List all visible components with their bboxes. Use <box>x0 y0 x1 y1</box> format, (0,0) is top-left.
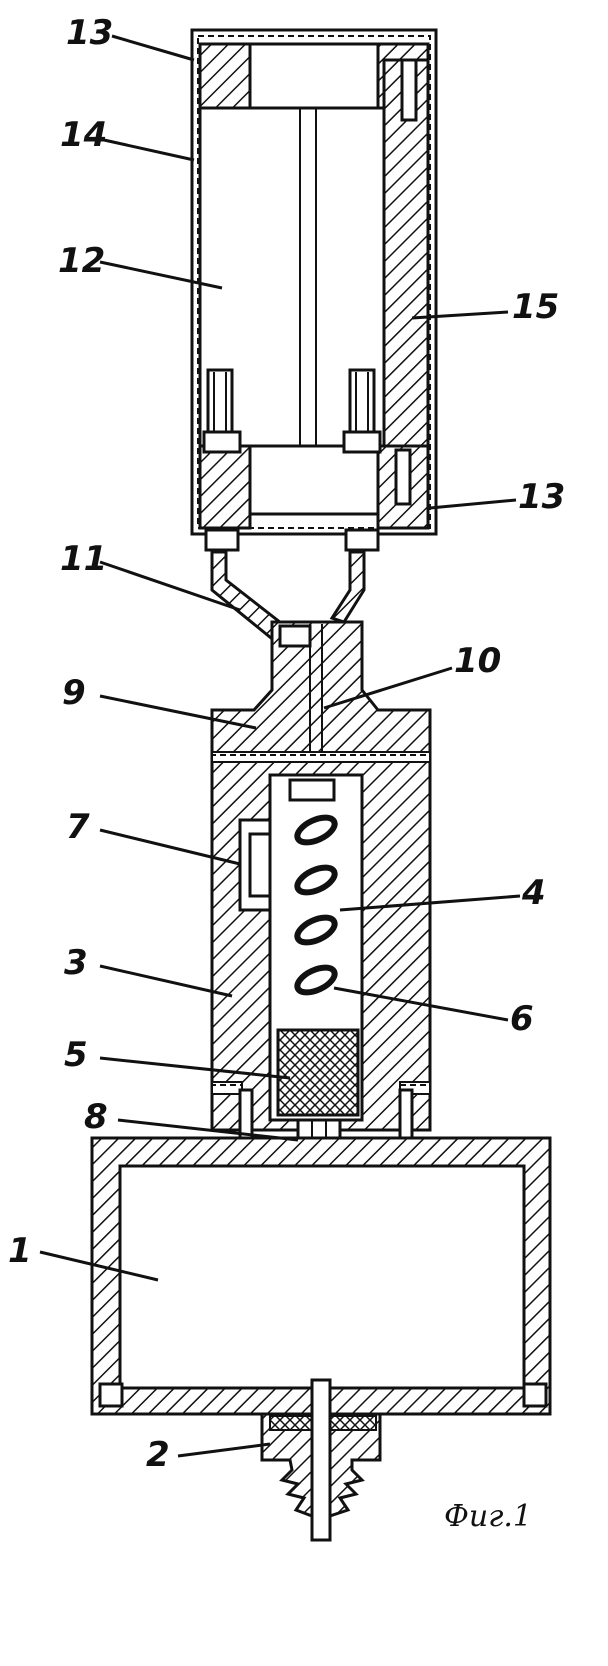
upper-cylinder <box>192 30 436 550</box>
label-8: 8 <box>84 1097 108 1137</box>
label-9: 9 <box>62 673 86 713</box>
label-3: 3 <box>64 943 88 983</box>
filter-5 <box>278 1030 358 1115</box>
label-2: 2 <box>146 1435 170 1475</box>
label-10: 10 <box>454 641 501 681</box>
figure-caption: Фиг.1 <box>444 1499 532 1534</box>
bottom-cap-left <box>200 446 250 528</box>
top-cap-left <box>200 44 250 108</box>
label-7: 7 <box>66 807 90 847</box>
label-4: 4 <box>521 873 546 913</box>
lower-vessel <box>92 1138 550 1540</box>
label-1: 1 <box>8 1231 32 1271</box>
label-12: 12 <box>58 241 105 281</box>
label-6: 6 <box>510 999 534 1039</box>
label-5: 5 <box>64 1035 88 1075</box>
label-13-top: 13 <box>66 13 113 53</box>
label-14: 14 <box>60 115 107 155</box>
label-11: 11 <box>60 539 107 579</box>
valve-block <box>212 622 430 1182</box>
label-15: 15 <box>512 287 559 327</box>
label-13-bottom: 13 <box>518 477 565 517</box>
